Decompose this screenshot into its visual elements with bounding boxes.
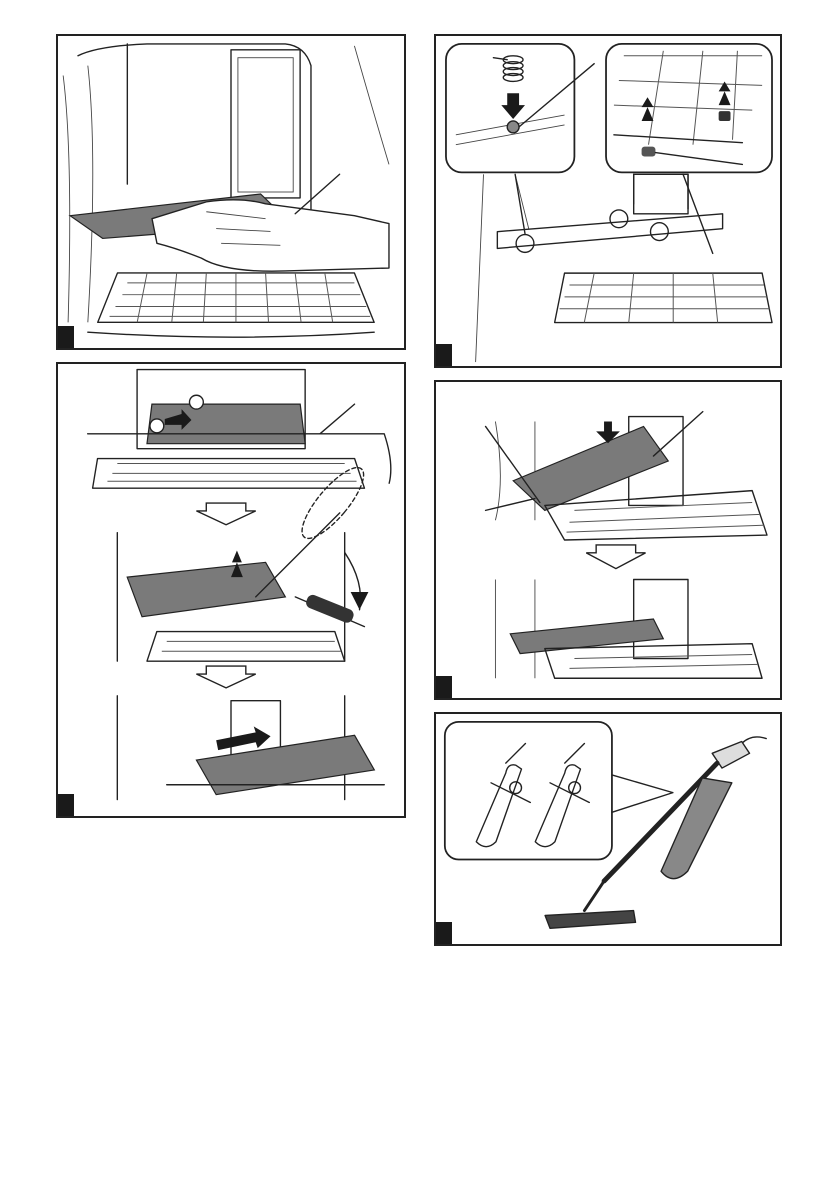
nozzle-detail-icon <box>445 722 612 860</box>
figure-4-insert-filter <box>434 380 782 700</box>
filter-installed-icon <box>510 619 663 654</box>
figure-1-illustration <box>58 36 404 348</box>
filter-lift-icon <box>127 562 285 616</box>
arrow-hollow-down-icon <box>586 545 645 569</box>
figure-2-remove-filter <box>56 362 406 818</box>
figure-3-tag <box>436 344 452 366</box>
figure-2-illustration <box>58 364 404 816</box>
figure-5-vacuum <box>434 712 782 946</box>
figure-2-tag <box>58 794 74 816</box>
figure-3-filter-holder <box>434 34 782 368</box>
screwdriver-icon <box>256 513 340 597</box>
nut-icon <box>719 111 731 121</box>
machine-body-outline <box>78 44 311 214</box>
figure-4-tag <box>436 676 452 698</box>
figure-1-wipe-filter <box>56 34 406 350</box>
figure-5-illustration <box>436 714 780 944</box>
hand-wiping-icon <box>152 200 389 271</box>
figure-5-tag <box>436 922 452 944</box>
figure-3-illustration <box>436 36 780 366</box>
arrow-hollow-down-icon <box>196 503 255 525</box>
arrow-up-icon <box>231 550 243 577</box>
figure-4-illustration <box>436 382 780 698</box>
figure-1-tag <box>58 326 74 348</box>
